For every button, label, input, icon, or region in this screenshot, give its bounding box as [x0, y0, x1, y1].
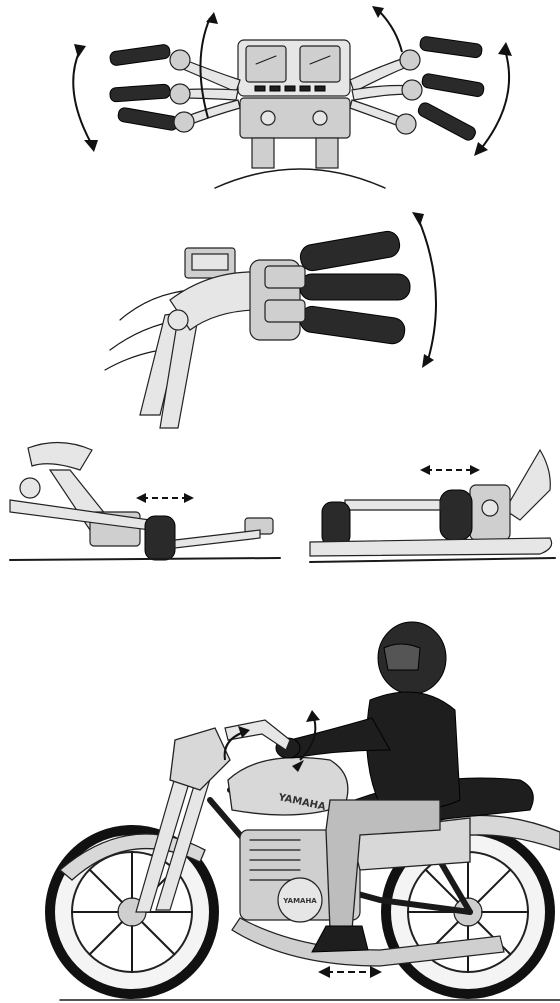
instrument-cluster: [238, 40, 350, 96]
lever-adjustment-illustration: [0, 200, 560, 430]
double-arrow-icon: [136, 493, 194, 503]
handlebar-adjustment-illustration: [0, 0, 560, 190]
right-footpeg-assembly: [310, 450, 555, 562]
left-handlebar: [109, 44, 240, 132]
footpeg-adjustment-illustration: [0, 430, 560, 580]
double-arrow-icon: [420, 465, 480, 475]
rotate-arrow-icon: [412, 212, 436, 368]
engine-badge: YAMAHA: [282, 897, 317, 905]
rider-on-motorcycle-illustration: YAMAHA YAMAHA: [0, 600, 560, 1003]
right-handlebar: [350, 36, 485, 142]
double-arrow-icon: [318, 966, 382, 978]
